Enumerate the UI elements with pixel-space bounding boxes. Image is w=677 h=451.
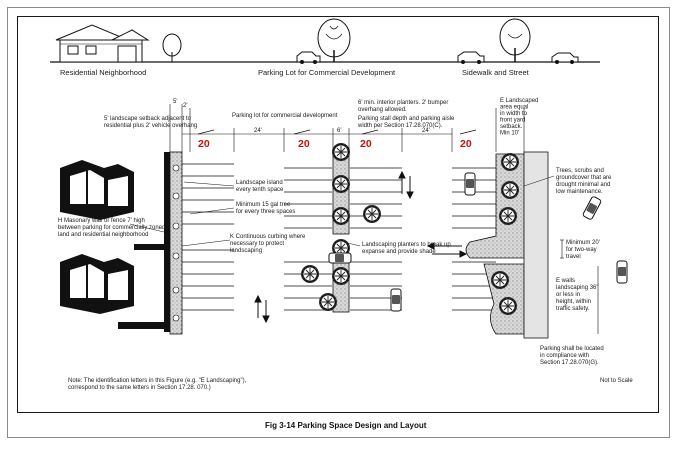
footnote: Note: The identification letters in this…	[68, 378, 248, 391]
e-walls-note: E walls landscaping 36" or less in heigh…	[556, 278, 600, 312]
tree-icon	[362, 204, 382, 224]
dimension-lines	[169, 104, 599, 334]
island-note: Landscape island every tenth space	[236, 180, 284, 193]
dim-6-label: 6'	[337, 128, 341, 134]
sidewalk-street-header: Sidewalk and Street	[462, 68, 530, 77]
curbing-note: K Continuous curbing where necessary to …	[230, 234, 307, 254]
travel-arrows	[254, 170, 468, 324]
car-elevation-icon	[551, 52, 579, 64]
tree-icon	[331, 142, 351, 162]
right-stall-lines	[452, 167, 496, 311]
car-elevation-icon	[296, 51, 321, 64]
tree-elevation-icon	[162, 33, 182, 62]
min-20-note: Minimum 20' for two-way travel	[566, 240, 602, 260]
planters-min-note: 6' min. interior planters. 2' bumper ove…	[357, 100, 456, 129]
parking-lot-header: Parking Lot for Commercial Development	[258, 68, 396, 77]
lot-label: Parking lot for commercial development	[232, 113, 338, 119]
car-icon	[464, 172, 476, 196]
left-stall-lines	[182, 163, 234, 311]
stall-number-label: 20	[298, 138, 310, 150]
min-trees-note: Minimum 15 gal tree for every three spac…	[236, 202, 295, 215]
parking-located-note: Parking shall be located in compliance w…	[540, 346, 605, 366]
masonry-wall	[118, 152, 170, 332]
tree-icon	[318, 292, 338, 312]
setback-shrubs	[172, 164, 180, 322]
tree-elevation-icon	[317, 18, 351, 62]
inner-border	[17, 16, 659, 413]
elevation-strip: Residential Neighborhood Parking Lot for…	[50, 18, 600, 77]
tree-icon	[331, 266, 351, 286]
setback-landscape-strip	[169, 151, 183, 335]
dim-24-label: 24'	[254, 128, 262, 134]
car-icon	[616, 260, 628, 284]
figure-caption: Fig 3-14 Parking Space Design and Layout	[265, 421, 427, 430]
stall-number-label: 20	[198, 138, 210, 150]
planters-shade-note: Landscaping planters to break up expanse…	[362, 242, 452, 255]
tree-elevation-icon	[499, 18, 531, 62]
setback-5-label: 5'	[173, 99, 177, 105]
setback-2-label: 2'	[183, 103, 187, 109]
stall-width-ticks	[197, 129, 477, 135]
house-plan-icon	[60, 254, 134, 314]
sidewalk	[523, 151, 549, 339]
scale-note: Not to Scale	[600, 378, 633, 384]
tree-icon	[498, 296, 518, 316]
stall-number-label: 20	[460, 138, 472, 150]
tree-icon	[331, 174, 351, 194]
e-setback-note: E Landscaped area equal in width to fron…	[500, 98, 540, 137]
house-plan-icon	[60, 160, 134, 220]
tree-icon	[500, 180, 520, 200]
dim-24-label: 24'	[422, 128, 430, 134]
leader-lines	[129, 175, 555, 247]
stall-number-label: 20	[360, 138, 372, 150]
car-icon	[328, 252, 352, 264]
car-icon	[390, 288, 402, 312]
tree-icon	[300, 264, 320, 284]
tree-icon	[331, 206, 351, 226]
front-landscape-area	[465, 153, 525, 259]
tree-icon	[490, 270, 510, 290]
tree-icon	[498, 206, 518, 226]
tree-icon	[500, 152, 520, 172]
car-elevation-icon	[457, 51, 485, 64]
trees-shrubs-note: Trees, scrubs and groundcover that are d…	[556, 168, 613, 195]
house-elevation-icon	[55, 24, 150, 63]
masonry-note: H Masonary wall or fence 7' high between…	[58, 218, 167, 238]
residential-header: Residential Neighborhood	[60, 68, 146, 77]
setback-note: 5' landscape setback adjacent to residen…	[104, 116, 197, 129]
